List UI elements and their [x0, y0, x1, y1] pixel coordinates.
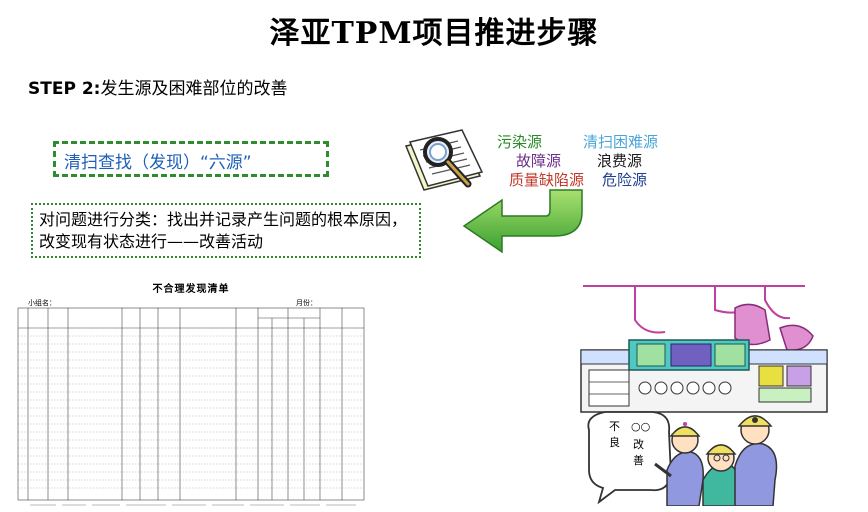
- factory-workers-illustration: 不 良 ○○ 改 善: [580, 285, 828, 506]
- step-label: STEP 2:: [28, 79, 101, 99]
- sign-text-4: 改: [633, 437, 644, 451]
- sign-text-1: 不: [609, 420, 620, 433]
- source-cleaning-difficulty: 清扫困难源: [583, 133, 659, 151]
- page-title: 泽亚TPM项目推进步骤: [269, 16, 599, 51]
- nonconformity-list: 不合理发现清单 小组名： 月份：: [16, 276, 366, 508]
- list-title: 不合理发现清单: [152, 284, 230, 295]
- source-quality-defect: 质量缺陷源: [509, 171, 585, 189]
- source-fault: 故障源: [516, 152, 562, 170]
- list-grid: [17, 307, 365, 506]
- sign-text-2: 良: [609, 435, 620, 449]
- source-waste: 浪费源: [597, 152, 643, 170]
- classification-box: 对问题进行分类：找出并记录产生问题的根本原因，改变现有状态进行——改善活动: [31, 203, 421, 258]
- sign-text-3: ○○: [631, 420, 650, 433]
- step-text: 发生源及困难部位的改善: [100, 79, 288, 99]
- sign-text-5: 善: [633, 453, 644, 467]
- step-heading: STEP 2:发生源及困难部位的改善: [28, 74, 287, 99]
- curved-arrow-icon: [462, 189, 583, 254]
- magnifier-document-icon: [404, 129, 484, 191]
- group-label: 小组名：: [28, 299, 56, 307]
- month-label: 月份：: [296, 299, 317, 307]
- source-pollution: 污染源: [497, 133, 543, 151]
- six-sources-box: 清扫查找（发现）“六源”: [53, 141, 329, 177]
- source-danger: 危险源: [602, 171, 648, 189]
